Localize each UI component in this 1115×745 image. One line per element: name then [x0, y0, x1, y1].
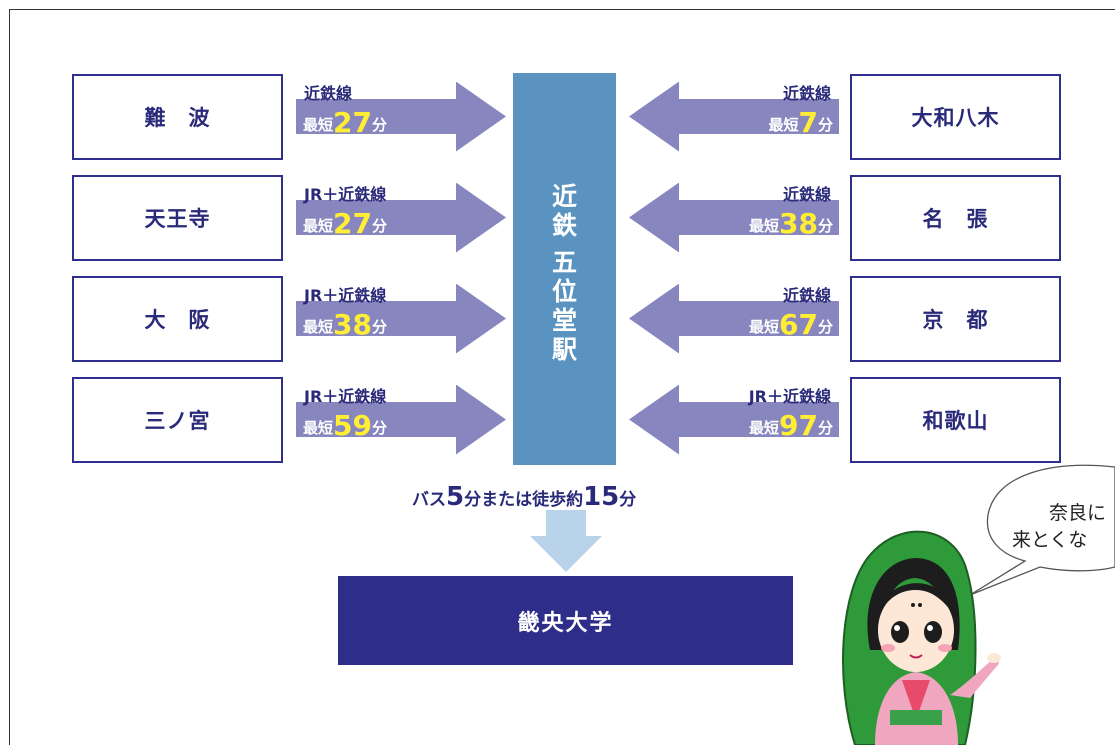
- travel-time: 最短67分: [749, 308, 833, 341]
- arrow-yamatoyagi: 近鉄線 最短7分: [624, 82, 839, 152]
- hub-station-goido: 近 鉄 五 位 堂 駅: [513, 73, 616, 465]
- origin-box-osaka: 大 阪: [72, 276, 283, 362]
- origin-box-namba: 難 波: [72, 74, 283, 160]
- destination-kio-university: 畿央大学: [338, 576, 793, 665]
- travel-time: 最短7分: [768, 106, 833, 139]
- left-arrow-icon: [629, 183, 839, 253]
- origin-box-sannomiya: 三ノ宮: [72, 377, 283, 463]
- station-name: 天王寺: [144, 207, 211, 231]
- frame: [9, 9, 1115, 745]
- line-label: JR＋近鉄線: [748, 387, 831, 406]
- line-label: JR＋近鉄線: [304, 387, 387, 406]
- hub-char: 五: [551, 248, 577, 277]
- line-label: JR＋近鉄線: [304, 185, 387, 204]
- line-label: 近鉄線: [304, 84, 353, 103]
- down-arrow-icon: [530, 510, 602, 572]
- right-arrow-icon: [296, 183, 506, 253]
- travel-time: 最短27分: [303, 106, 387, 139]
- travel-time: 最短27分: [303, 207, 387, 240]
- travel-time: 最短59分: [303, 409, 387, 442]
- station-name: 難 波: [144, 106, 211, 130]
- arrow-kyoto: 近鉄線 最短67分: [624, 284, 839, 354]
- right-arrow-icon: [296, 385, 506, 455]
- station-name: 名 張: [922, 207, 989, 231]
- hub-char: 近: [551, 182, 577, 211]
- bubble-line-2: 来とくな: [1012, 529, 1088, 551]
- line-label: 近鉄線: [782, 84, 831, 103]
- arrow-nabari: 近鉄線 最短38分: [624, 183, 839, 253]
- line-label: 近鉄線: [782, 185, 831, 204]
- arrow-osaka: JR＋近鉄線 最短38分: [296, 284, 511, 354]
- hub-char: 鉄: [551, 211, 577, 240]
- travel-time: 最短38分: [303, 308, 387, 341]
- bubble-line-1: 奈良に: [1049, 502, 1107, 524]
- access-text: バス5分または徒歩約15分: [412, 482, 637, 512]
- arrow-namba: 近鉄線 最短27分: [296, 82, 511, 152]
- travel-time: 最短97分: [749, 409, 833, 442]
- origin-box-wakayama: 和歌山: [850, 377, 1061, 463]
- right-arrow-icon: [296, 82, 506, 152]
- origin-box-kyoto: 京 都: [850, 276, 1061, 362]
- speech-bubble-shape: [969, 464, 1115, 596]
- speech-bubble: 奈良に 来とくな: [987, 462, 1115, 582]
- origin-box-tennoji: 天王寺: [72, 175, 283, 261]
- station-name: 大 阪: [144, 308, 211, 332]
- line-label: 近鉄線: [782, 286, 831, 305]
- origin-box-nabari: 名 張: [850, 175, 1061, 261]
- station-name: 大和八木: [911, 106, 1000, 130]
- left-arrow-icon: [629, 385, 839, 455]
- line-label: JR＋近鉄線: [304, 286, 387, 305]
- travel-time: 最短38分: [749, 207, 833, 240]
- hub-char: 駅: [551, 335, 577, 364]
- arrow-wakayama: JR＋近鉄線 最短97分: [624, 385, 839, 455]
- station-name: 和歌山: [922, 409, 989, 433]
- origin-box-yamatoyagi: 大和八木: [850, 74, 1061, 160]
- mascot-character: [842, 530, 1001, 745]
- left-arrow-icon: [629, 82, 839, 152]
- left-arrow-icon: [629, 284, 839, 354]
- arrow-tennoji: JR＋近鉄線 最短27分: [296, 183, 511, 253]
- station-name: 京 都: [922, 308, 989, 332]
- right-arrow-icon: [296, 284, 506, 354]
- hub-char: 位: [551, 277, 577, 306]
- station-name: 三ノ宮: [144, 409, 211, 433]
- hub-char: 堂: [551, 306, 577, 335]
- arrow-sannomiya: JR＋近鉄線 最短59分: [296, 385, 511, 455]
